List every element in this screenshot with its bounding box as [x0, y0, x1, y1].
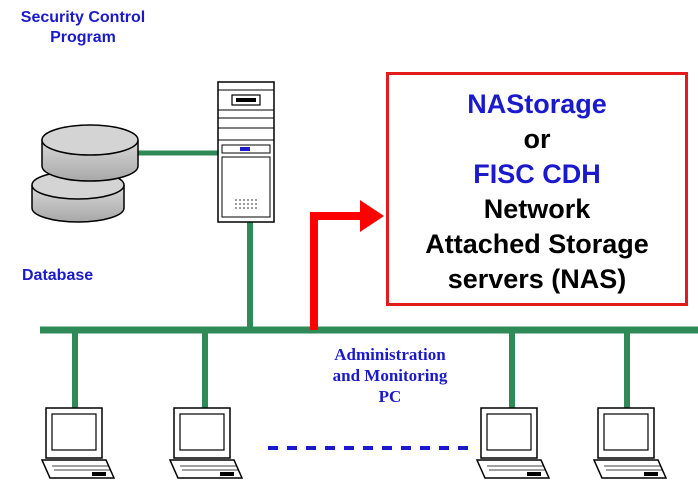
nas-line-attached-storage: Attached Storage	[425, 229, 649, 259]
nas-line-network: Network	[483, 194, 591, 224]
nas-line-fisc-cdh: FISC CDH	[473, 159, 601, 189]
database-label: Database	[22, 267, 94, 284]
laptop-icon	[475, 407, 551, 479]
laptop-icon	[592, 407, 668, 479]
admin-pc-label: Administration and Monitoring PC	[300, 344, 480, 407]
tower-server-icon	[217, 81, 275, 223]
network-bus	[40, 150, 698, 410]
security-control-label: Security Control Program	[8, 8, 158, 48]
nas-line-nastorage: NAStorage	[467, 89, 607, 119]
nas-line-servers: servers (NAS)	[447, 264, 627, 294]
nas-text: NAStorage or FISC CDH Network Attached S…	[389, 87, 685, 297]
admin-label-line-1: Administration	[334, 345, 446, 364]
laptop-icon	[168, 407, 244, 479]
laptop-icon	[40, 407, 116, 479]
nas-arrow	[310, 200, 384, 330]
security-control-line-1: Security Control	[20, 9, 146, 26]
security-control-line-2: Program	[50, 29, 116, 46]
nas-line-or: or	[523, 124, 551, 154]
nas-box: NAStorage or FISC CDH Network Attached S…	[386, 72, 688, 306]
admin-label-line-2: and Monitoring	[332, 366, 448, 385]
admin-label-line-3: PC	[378, 387, 402, 406]
disk-stack-icon	[31, 124, 139, 223]
